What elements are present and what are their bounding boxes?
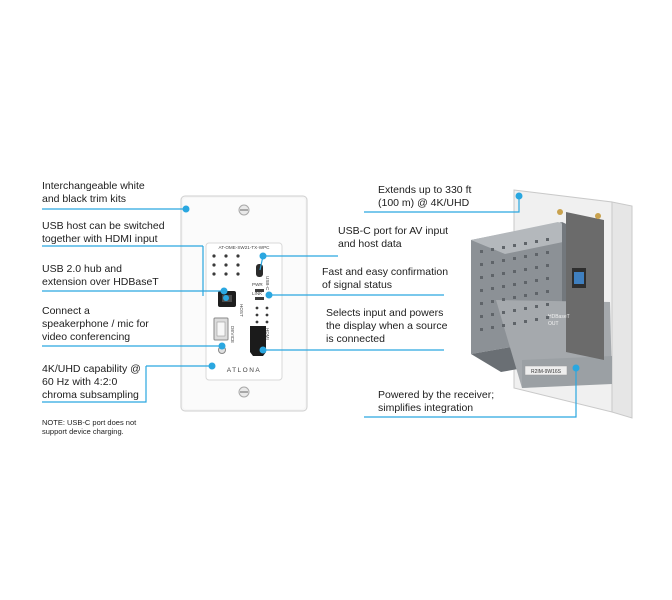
pwr-led xyxy=(255,289,264,292)
callout-trim-kits: Interchangeable white and black trim kit… xyxy=(42,180,145,205)
side-vent-hole xyxy=(524,281,527,284)
svg-text:R2IM-9W16S: R2IM-9W16S xyxy=(531,369,562,375)
callout-usb-host: USB host can be switched together with H… xyxy=(42,220,165,245)
side-vent-hole xyxy=(513,244,516,247)
vent-dot xyxy=(236,263,240,267)
svg-text:DEVICE: DEVICE xyxy=(230,326,235,343)
side-vent-hole xyxy=(535,318,538,321)
side-vent-hole xyxy=(513,283,516,286)
side-vent-hole xyxy=(513,270,516,273)
side-vent-hole xyxy=(502,311,505,314)
serial-sticker xyxy=(524,365,568,376)
side-vent-hole xyxy=(513,296,516,299)
side-vent-hole xyxy=(502,285,505,288)
svg-text:PWR: PWR xyxy=(252,282,263,287)
side-vent-hole xyxy=(491,313,494,316)
side-vent-hole xyxy=(491,326,494,329)
side-vent-hole xyxy=(502,324,505,327)
link-led xyxy=(255,297,264,300)
vent-dot xyxy=(265,320,269,324)
side-vent-hole xyxy=(502,259,505,262)
vent-dot xyxy=(255,320,259,324)
callout-usb-c: USB-C port for AV input and host data xyxy=(338,225,449,250)
side-vent-hole xyxy=(535,266,538,269)
side-vent-hole xyxy=(546,290,549,293)
side-vent-hole xyxy=(480,315,483,318)
callout-4k: 4K/UHD capability @ 60 Hz with 4:2:0 chr… xyxy=(42,363,141,401)
side-vent-hole xyxy=(491,287,494,290)
side-vent-hole xyxy=(524,242,527,245)
side-vent-hole xyxy=(535,253,538,256)
side-vent-hole xyxy=(546,316,549,319)
svg-text:HDMI: HDMI xyxy=(265,328,270,340)
vent-dot xyxy=(212,254,216,258)
vent-dot xyxy=(224,272,228,276)
svg-text:LINK: LINK xyxy=(252,291,263,296)
vent-grid xyxy=(212,254,269,324)
side-vent-hole xyxy=(502,246,505,249)
side-vent-hole xyxy=(480,263,483,266)
side-vent-hole xyxy=(513,309,516,312)
vent-dot xyxy=(224,263,228,267)
svg-text:USB-C: USB-C xyxy=(265,276,270,291)
side-vent-hole xyxy=(480,328,483,331)
vent-dot xyxy=(212,272,216,276)
side-vent-hole xyxy=(546,238,549,241)
callout-speakerphone: Connect a speakerphone / mic for video c… xyxy=(42,305,149,343)
side-vent-hole xyxy=(546,303,549,306)
callout-auto-select: Selects input and powers the display whe… xyxy=(326,307,448,345)
vent-dot xyxy=(236,272,240,276)
side-vent-hole xyxy=(535,292,538,295)
side-vent-hole xyxy=(546,251,549,254)
usb-c-note: NOTE: USB-C port does not support device… xyxy=(42,418,137,436)
side-vent-hole xyxy=(480,250,483,253)
side-vent-hole xyxy=(546,264,549,267)
side-vent-grid xyxy=(480,238,549,331)
vent-dot xyxy=(212,263,216,267)
callout-usb-hub: USB 2.0 hub and extension over HDBaseT xyxy=(42,263,159,288)
side-vent-hole xyxy=(546,277,549,280)
side-vent-hole xyxy=(480,302,483,305)
side-vent-hole xyxy=(502,298,505,301)
side-vent-hole xyxy=(480,276,483,279)
side-vent-hole xyxy=(513,257,516,260)
side-vent-hole xyxy=(502,272,505,275)
vent-dot xyxy=(236,254,240,258)
callout-signal-status: Fast and easy confirmation of signal sta… xyxy=(322,266,449,291)
svg-text:OUT: OUT xyxy=(548,321,559,327)
side-vent-hole xyxy=(524,255,527,258)
side-vent-hole xyxy=(535,240,538,243)
svg-text:HOST: HOST xyxy=(239,304,244,317)
callout-dots xyxy=(182,192,580,372)
side-vent-hole xyxy=(491,248,494,251)
side-vent-hole xyxy=(491,300,494,303)
hdbaset-label: HDBaseT xyxy=(548,314,570,320)
faceplate-labels: AT-OME-SW21-TX-WPC USB-C HDMI HOST DEVIC… xyxy=(219,245,271,374)
vent-dot xyxy=(224,254,228,258)
side-vent-hole xyxy=(480,289,483,292)
vent-dot xyxy=(265,306,269,310)
side-vent-hole xyxy=(524,320,527,323)
side-vent-hole xyxy=(513,322,516,325)
vent-dot xyxy=(255,306,259,310)
callout-powered: Powered by the receiver; simplifies inte… xyxy=(378,389,495,414)
callout-lines xyxy=(42,196,577,418)
side-vent-hole xyxy=(524,307,527,310)
svg-text:AT-OME-SW21-TX-WPC: AT-OME-SW21-TX-WPC xyxy=(219,245,271,250)
side-view-unit: R2IM-9W16S HDBaseT OUT xyxy=(471,189,633,419)
side-vent-hole xyxy=(491,261,494,264)
vent-dot xyxy=(255,313,259,317)
side-vent-hole xyxy=(535,305,538,308)
vent-dot xyxy=(265,313,269,317)
usb-c-port xyxy=(256,264,263,277)
callout-extends: Extends up to 330 ft (100 m) @ 4K/UHD xyxy=(378,184,472,209)
side-vent-hole xyxy=(524,268,527,271)
side-vent-hole xyxy=(491,274,494,277)
side-vent-hole xyxy=(524,294,527,297)
side-vent-hole xyxy=(535,279,538,282)
faceplate-ports xyxy=(213,264,266,356)
svg-text:ATLONA: ATLONA xyxy=(227,367,262,374)
